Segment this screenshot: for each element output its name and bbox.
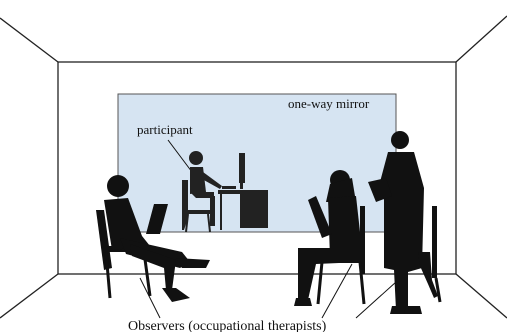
monitor [239, 153, 245, 183]
ceiling-edge-right [455, 15, 507, 63]
observer-seated-clipboard [294, 170, 366, 306]
room-walls [0, 15, 507, 319]
floor-edge-left [0, 273, 59, 319]
observer-pointers [139, 263, 397, 319]
participant-figure [182, 151, 222, 233]
floor-edge-right [455, 273, 507, 319]
observer-standing [368, 131, 442, 314]
observers-label: Observers (occupational therapists) [128, 319, 327, 332]
observer-seated-laptop [96, 175, 210, 302]
participant-label: participant [137, 122, 193, 137]
participant-pointer [167, 139, 193, 173]
ceiling-edge-left [0, 17, 59, 63]
back-wall [57, 61, 457, 275]
participant-desk [218, 153, 268, 230]
mirror-label: one-way mirror [288, 96, 370, 111]
